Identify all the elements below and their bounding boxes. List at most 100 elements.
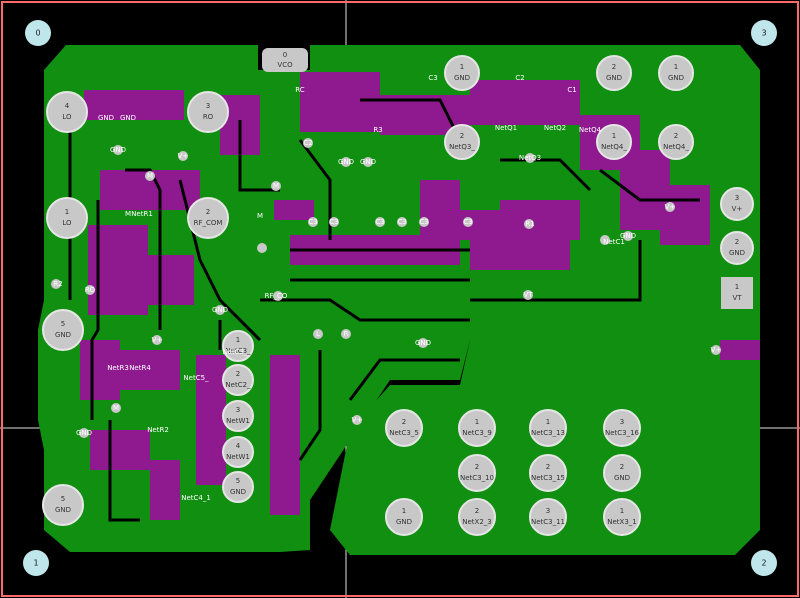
pad-gnd-5-upper[interactable]: 5 GND (42, 309, 84, 351)
svg-text:RO: RO (85, 286, 96, 294)
pad-netc3-13[interactable]: 1 NetC3_13 (529, 409, 567, 447)
svg-text:2: 2 (761, 559, 766, 568)
svg-text:NetC2_: NetC2_ (225, 381, 251, 389)
pad-netc3-5[interactable]: 2 NetC3_5 (385, 409, 423, 447)
svg-text:NetR1: NetR1 (131, 210, 153, 218)
pad-gnd-5-lower[interactable]: 5 GND (42, 484, 84, 526)
pad-netc3-9[interactable]: 1 NetC3_9 (458, 409, 496, 447)
svg-text:RO: RO (203, 113, 214, 121)
corner-marker-3: 3 (751, 20, 777, 46)
pad-gnd-1-top[interactable]: 1 GND (444, 55, 480, 91)
pad-rf-com-2[interactable]: 2 RF_COM (187, 197, 229, 239)
svg-text:1: 1 (460, 63, 464, 71)
svg-text:1: 1 (620, 507, 624, 515)
svg-text:R: R (344, 330, 349, 338)
svg-text:M: M (113, 404, 119, 412)
pad-netc3-1[interactable]: 1 NetC3_ (222, 330, 254, 362)
pad-netc3-16[interactable]: 3 NetC3_16 (603, 409, 641, 447)
pad-netc2-2[interactable]: 2 NetC2_ (222, 364, 254, 396)
svg-text:NetQ1: NetQ1 (495, 124, 517, 132)
svg-text:0: 0 (35, 29, 40, 38)
pad-netc3-10[interactable]: 2 NetC3_10 (458, 454, 496, 492)
pad-ro-3[interactable]: 3 RO (187, 91, 229, 133)
svg-text:NetC3_11: NetC3_11 (531, 518, 565, 526)
svg-text:2: 2 (475, 507, 479, 515)
pad-gnd-2-right[interactable]: 2 GND (720, 231, 754, 265)
pad-netc3-11[interactable]: 3 NetC3_11 (529, 498, 567, 536)
svg-text:C3: C3 (419, 218, 428, 226)
svg-text:1: 1 (65, 208, 69, 216)
pad-netw1-3[interactable]: 3 NetW1 (222, 400, 254, 432)
svg-text:1: 1 (33, 559, 38, 568)
svg-text:2: 2 (206, 208, 210, 216)
svg-text:NetX2_3: NetX2_3 (462, 518, 492, 526)
svg-text:GND: GND (230, 488, 246, 496)
svg-text:NetC3_5: NetC3_5 (389, 429, 419, 437)
pad-netx2-3[interactable]: 2 NetX2_3 (458, 498, 496, 536)
svg-text:GND: GND (729, 249, 745, 257)
svg-text:1: 1 (236, 336, 240, 344)
svg-text:GND: GND (55, 506, 71, 514)
pad-gnd-1-grid[interactable]: 1 GND (385, 498, 423, 536)
svg-text:NetR2: NetR2 (147, 426, 169, 434)
corner-marker-0: 0 (25, 20, 51, 46)
svg-text:C3: C3 (329, 218, 338, 226)
pad-netq4-2[interactable]: 2 NetQ4_ (658, 124, 694, 160)
pad-netq3-2[interactable]: 2 NetQ3_ (444, 124, 480, 160)
svg-text:GND: GND (454, 74, 470, 82)
pad-gnd-2-grid[interactable]: 2 GND (603, 454, 641, 492)
pad-netq4-1[interactable]: 1 NetQ4_ (596, 124, 632, 160)
svg-text:V+: V+ (711, 346, 722, 354)
svg-text:GND: GND (98, 114, 114, 122)
pad-vco[interactable]: 0 VCO (262, 48, 308, 72)
svg-text:3: 3 (546, 507, 550, 515)
svg-text:5: 5 (61, 495, 65, 503)
svg-text:C3: C3 (308, 218, 317, 226)
svg-text:LO: LO (62, 113, 72, 121)
svg-text:VT: VT (523, 291, 533, 299)
svg-text:NetC3_: NetC3_ (222, 348, 248, 356)
svg-text:RF_COM: RF_COM (194, 219, 223, 227)
svg-text:NetX3_1: NetX3_1 (607, 518, 637, 526)
pad-netc3-15[interactable]: 2 NetC3_15 (529, 454, 567, 492)
svg-text:C3: C3 (463, 218, 472, 226)
pad-lo-1[interactable]: 1 LO (46, 197, 88, 239)
pad-lo-4[interactable]: 4 LO (46, 91, 88, 133)
svg-text:0: 0 (283, 51, 287, 59)
svg-text:C2: C2 (303, 139, 312, 147)
pad-vt-1[interactable]: 1 VT (721, 277, 753, 309)
pad-vplus-3[interactable]: 3 V+ (720, 187, 754, 221)
svg-text:R1: R1 (525, 220, 534, 228)
svg-text:NetQ3_: NetQ3_ (449, 143, 475, 151)
svg-text:NetQ4: NetQ4 (579, 126, 602, 134)
svg-text:NetW1: NetW1 (226, 453, 250, 461)
pad-gnd-2-top[interactable]: 2 GND (596, 55, 632, 91)
corner-marker-2: 2 (751, 550, 777, 576)
pad-netx3-1[interactable]: 1 NetX3_1 (603, 498, 641, 536)
svg-text:NetR3: NetR3 (107, 364, 129, 372)
svg-text:2: 2 (620, 463, 624, 471)
svg-text:LO: LO (62, 219, 72, 227)
svg-text:GND: GND (620, 232, 636, 240)
svg-text:C3: C3 (375, 218, 384, 226)
svg-text:GND: GND (415, 339, 431, 347)
svg-text:NetC3_15: NetC3_15 (531, 474, 565, 482)
svg-text:2: 2 (735, 238, 739, 246)
svg-text:NetQ3: NetQ3 (519, 154, 541, 162)
pad-netw1-4[interactable]: 4 NetW1 (222, 436, 254, 468)
svg-text:GND: GND (396, 518, 412, 526)
svg-text:V+: V+ (352, 416, 363, 424)
svg-text:1: 1 (546, 418, 550, 426)
pad-gnd-5-mid[interactable]: 5 GND (222, 471, 254, 503)
svg-text:2: 2 (475, 463, 479, 471)
pad-gnd-1-topright[interactable]: 1 GND (658, 55, 694, 91)
svg-text:NetC4_1: NetC4_1 (181, 494, 211, 502)
svg-text:2: 2 (236, 370, 240, 378)
svg-text:VT: VT (732, 294, 742, 302)
svg-text:GND: GND (606, 74, 622, 82)
svg-text:5: 5 (236, 477, 240, 485)
svg-text:C1: C1 (567, 86, 576, 94)
svg-text:RF_CO: RF_CO (265, 292, 288, 300)
